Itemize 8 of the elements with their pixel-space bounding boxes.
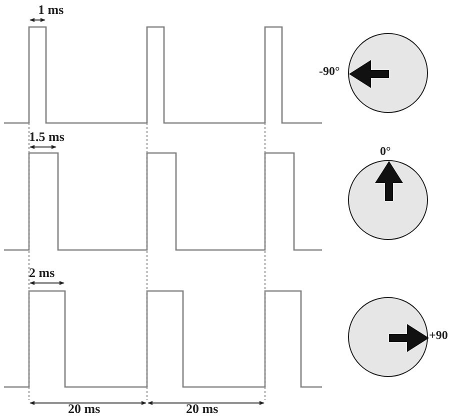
- duration-label: 1.5 ms: [29, 129, 64, 145]
- angle-label: +90: [429, 328, 448, 342]
- duration-label: 1 ms: [38, 2, 64, 18]
- duration-label: 20 ms: [68, 401, 100, 417]
- duration-label: 2 ms: [29, 265, 55, 281]
- angle-label: 0°: [380, 144, 391, 158]
- angle-label: -90°: [319, 64, 340, 78]
- duration-label: 20 ms: [186, 401, 218, 417]
